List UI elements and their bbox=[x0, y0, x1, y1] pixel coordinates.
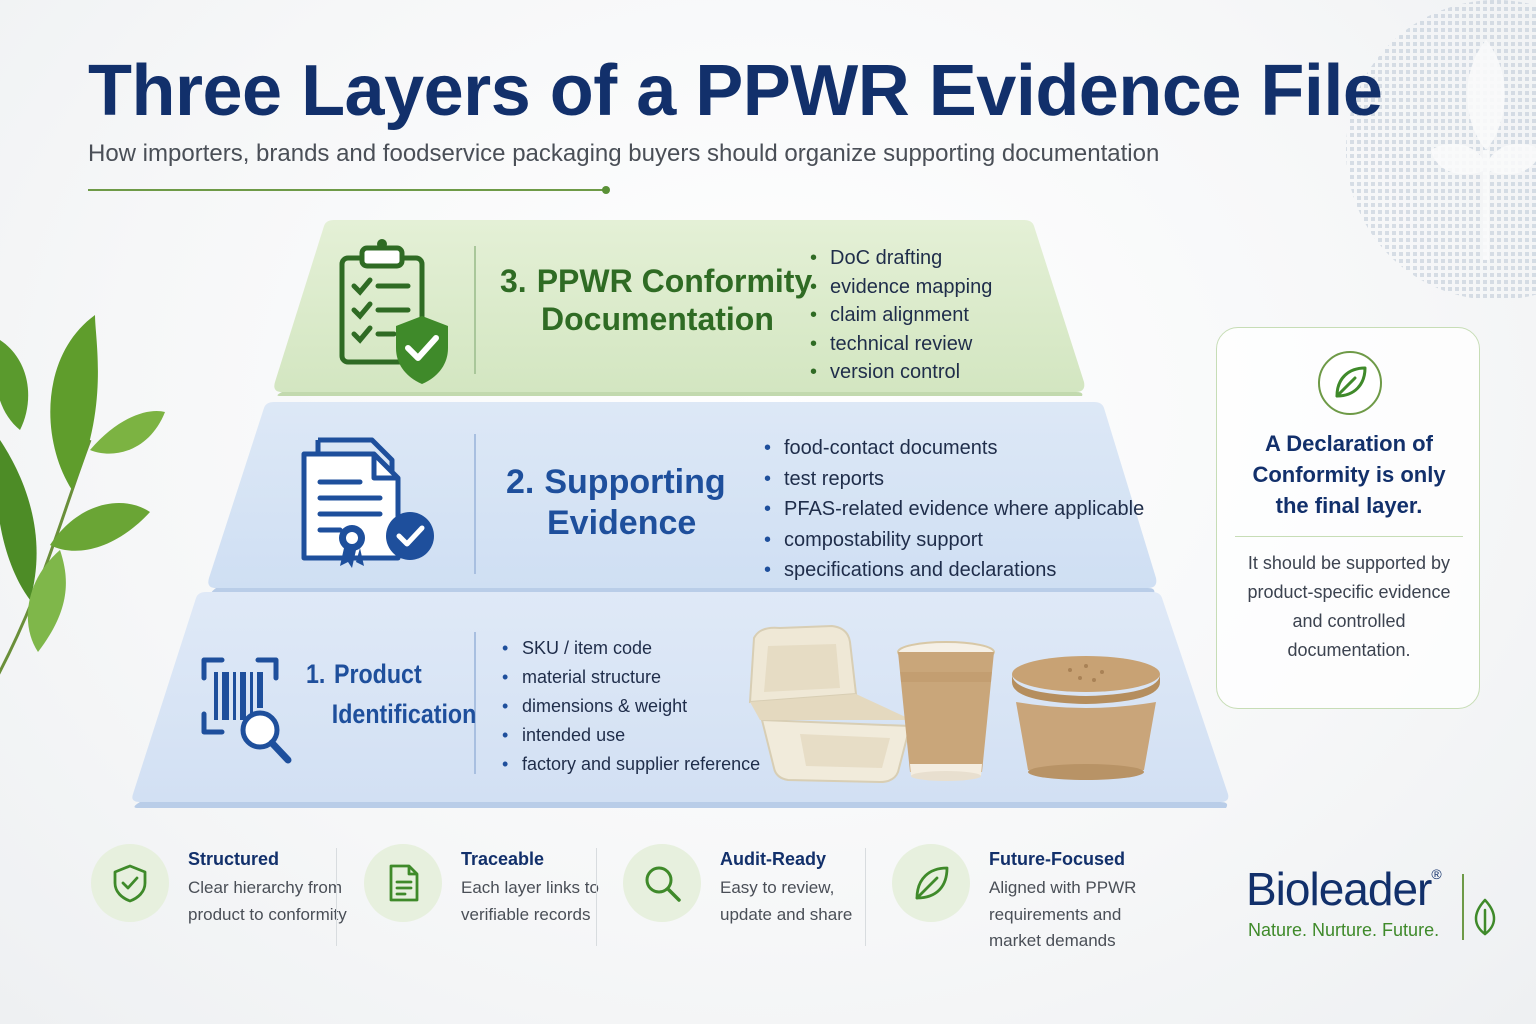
layer-3-number: 3. bbox=[500, 263, 527, 299]
list-item: SKU / item code bbox=[500, 634, 760, 663]
layer-2-divider bbox=[474, 434, 476, 574]
document-icon bbox=[389, 864, 419, 902]
list-item: DoC drafting bbox=[808, 244, 992, 273]
brand-logo: Bioleader® Nature. Nurture. Future. bbox=[1246, 862, 1516, 952]
feature-separator bbox=[865, 848, 866, 946]
list-item: evidence mapping bbox=[808, 273, 992, 302]
list-item: specifications and declarations bbox=[762, 555, 1144, 586]
dotted-globe-decoration bbox=[1346, 0, 1536, 300]
list-item: claim alignment bbox=[808, 301, 992, 330]
registered-mark: ® bbox=[1431, 866, 1441, 882]
side-card-body: It should be supported by product-specif… bbox=[1247, 553, 1451, 660]
title-underline bbox=[88, 186, 610, 194]
feature-title: Traceable bbox=[461, 849, 545, 869]
barcode-search-icon bbox=[201, 657, 292, 764]
feature-body: Easy to review, update and share bbox=[720, 878, 853, 924]
packaging-products-image bbox=[748, 624, 1160, 784]
brand-divider bbox=[1462, 874, 1464, 940]
feature-title: Future-Focused bbox=[989, 849, 1126, 869]
layer-1-number: 1. bbox=[306, 659, 326, 689]
page-title: Three Layers of a PPWR Evidence File bbox=[88, 51, 1383, 131]
list-item: technical review bbox=[808, 330, 992, 359]
feature-separator bbox=[596, 848, 597, 946]
feature-icon-circle bbox=[623, 844, 701, 922]
list-item: test reports bbox=[762, 464, 1144, 495]
brand-name: Bioleader® bbox=[1246, 863, 1442, 915]
layer-2-title-line1: Supporting bbox=[544, 463, 726, 501]
layer-2-title: 2.Supporting Evidence bbox=[506, 462, 726, 544]
layer-3-title-line2: Documentation bbox=[541, 301, 774, 338]
list-item: material structure bbox=[500, 663, 760, 692]
feature-separator bbox=[336, 848, 337, 946]
leaves-decoration bbox=[0, 315, 165, 675]
certified-documents-icon bbox=[301, 437, 434, 568]
list-item: compostability support bbox=[762, 525, 1144, 556]
layer-3-title-line1: PPWR Conformity bbox=[536, 263, 813, 299]
declaration-note-card: A Declaration of Conformity is only the … bbox=[1216, 327, 1480, 709]
layer-1-list: SKU / item code material structure dimen… bbox=[500, 634, 760, 779]
shield-check-icon bbox=[113, 864, 147, 903]
list-item: intended use bbox=[500, 721, 760, 750]
feature-title: Structured bbox=[188, 849, 280, 869]
layer-2-number: 2. bbox=[506, 463, 535, 501]
layer-1-identification: 1.Product Identification SKU / item code… bbox=[128, 588, 1232, 812]
layer-2-title-line2: Evidence bbox=[547, 503, 697, 542]
brand-tagline: Nature. Nurture. Future. bbox=[1248, 920, 1440, 940]
brand-leaf-icon bbox=[1474, 898, 1496, 936]
list-item: PFAS-related evidence where applicable bbox=[762, 494, 1144, 525]
kraft-soup-bowl bbox=[1012, 656, 1160, 780]
layer-3-title: 3.PPWR Conformity Documentation bbox=[500, 262, 812, 339]
feature-icon-circle bbox=[892, 844, 970, 922]
magnifier-icon bbox=[645, 866, 681, 902]
feature-icon-circle bbox=[91, 844, 169, 922]
list-item: food-contact documents bbox=[762, 433, 1144, 464]
leaf-icon bbox=[1318, 351, 1382, 415]
layer-1-title: 1.Product Identification bbox=[306, 658, 476, 731]
page-subtitle: How importers, brands and foodservice pa… bbox=[88, 140, 1160, 167]
list-item: version control bbox=[808, 358, 992, 387]
leaf-icon bbox=[915, 866, 949, 900]
layer-2-list: food-contact documents test reports PFAS… bbox=[762, 433, 1144, 586]
layer-1-title-line2: Identification bbox=[331, 699, 477, 730]
list-item: dimensions & weight bbox=[500, 692, 760, 721]
clamshell-container bbox=[748, 624, 912, 784]
layer-1-title-line1: Product bbox=[333, 659, 422, 689]
side-card-divider bbox=[1235, 536, 1463, 537]
layer-3-conformity: 3.PPWR Conformity Documentation DoC draf… bbox=[272, 218, 1087, 398]
layer-3-divider bbox=[474, 246, 476, 374]
side-card-title: A Declaration of Conformity is only the … bbox=[1252, 431, 1446, 518]
layer-3-list: DoC drafting evidence mapping claim alig… bbox=[808, 244, 992, 387]
layer-2-evidence: 2.Supporting Evidence food-contact docum… bbox=[204, 400, 1160, 596]
feature-body: Each layer links to verifiable records bbox=[461, 878, 599, 924]
feature-icon-circle bbox=[364, 844, 442, 922]
clipboard-shield-check-icon bbox=[339, 239, 448, 384]
layer-1-divider bbox=[474, 632, 476, 774]
kraft-paper-cup bbox=[897, 641, 995, 781]
list-item: factory and supplier reference bbox=[500, 750, 760, 779]
feature-title: Audit-Ready bbox=[720, 849, 827, 869]
feature-body: Aligned with PPWR requirements and marke… bbox=[989, 878, 1137, 950]
feature-body: Clear hierarchy from product to conformi… bbox=[188, 878, 347, 924]
